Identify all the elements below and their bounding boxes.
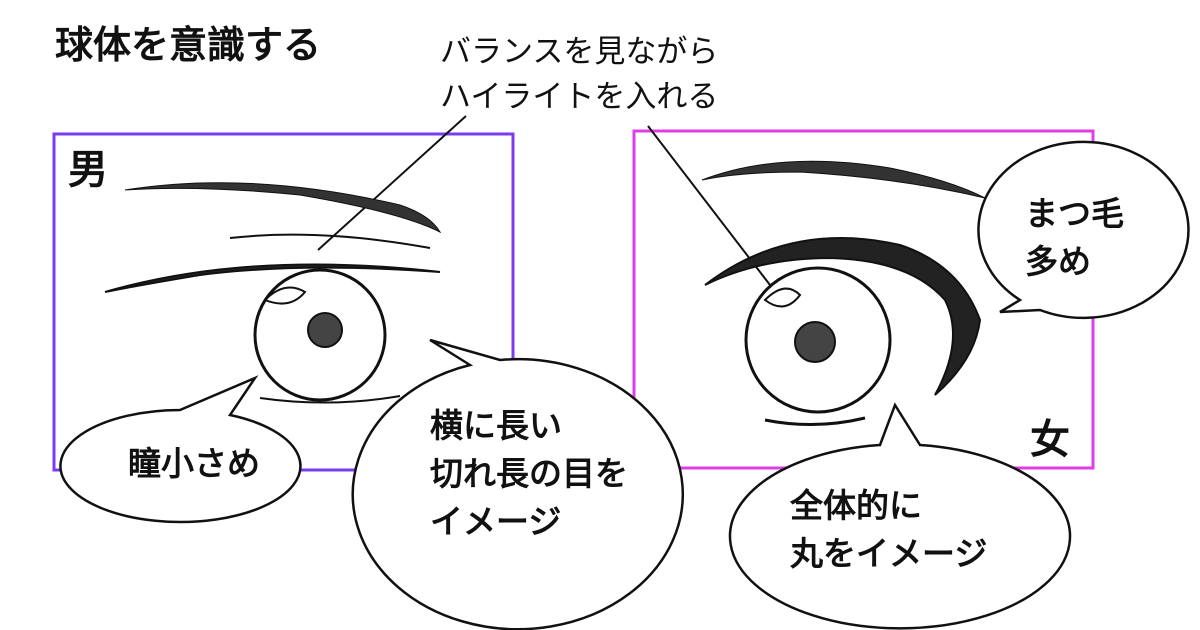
bubble-line: 多め [1025,242,1091,281]
bubble-lashes-text: まつ毛 多め [1025,190,1124,286]
female-pupil [794,321,836,363]
female-label: 女 [1030,417,1070,463]
speech-bubbles [59,140,1190,630]
bubble-line: 丸をイメージ [790,534,988,573]
male-pupil [307,312,343,348]
female-eyebrow [701,160,986,199]
male-eyelid-crease [229,233,431,249]
bubble-pupil [59,375,302,524]
bubble-shape [351,338,685,630]
page-title: 球体を意識する [55,23,322,67]
female-iris [744,266,892,414]
bubble-line: まつ毛 [1025,194,1124,233]
leader-line-male [317,115,467,251]
female-lower-lash [764,416,866,427]
bubble-round [728,402,1072,630]
female-upper-lash [704,237,982,396]
bubble-line: 切れ長の目を [430,454,628,493]
bubble-round-text: 全体的に 丸をイメージ [790,482,987,578]
bubble-line: 全体的に [790,486,922,525]
female-highlight [763,287,802,308]
note-line: ハイライトを入れる [440,79,719,115]
male-lower-lid [259,395,401,404]
male-eye [104,182,442,404]
male-eyebrow [124,182,442,234]
bubble-pupil-text: 瞳小さめ [128,444,260,483]
highlight-note: バランスを見ながら ハイライトを入れる [440,30,718,120]
bubble-line: イメージ [430,502,562,541]
note-line: バランスを見ながら [440,34,719,70]
male-iris [253,268,387,402]
male-highlight [263,286,307,305]
male-label: 男 [68,147,108,193]
female-eye [701,160,986,427]
bubble-lashes [977,140,1190,320]
male-upper-lash [104,263,441,293]
bubble-shape-text: 横に長い 切れ長の目を イメージ [430,402,628,546]
bubble-line: 横に長い [430,406,562,445]
